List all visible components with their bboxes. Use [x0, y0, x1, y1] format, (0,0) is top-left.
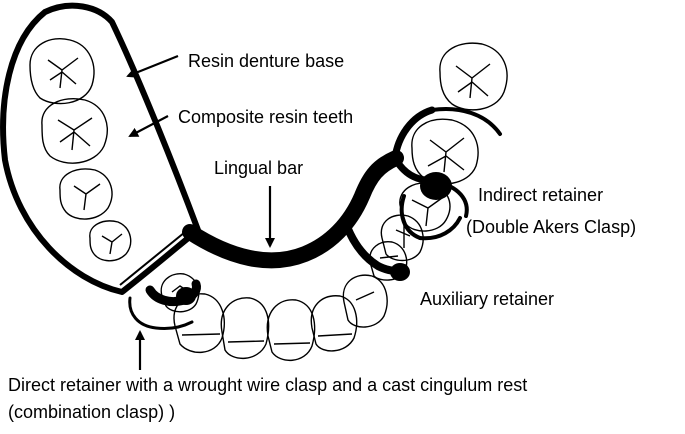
auxiliary-retainer-rest: [390, 263, 410, 281]
arrow-resin-base: [126, 54, 179, 78]
lingual-bar: [182, 150, 404, 269]
label-resin-denture-base: Resin denture base: [188, 51, 345, 71]
natural-teeth-arch: [160, 42, 508, 361]
label-combination-clasp: (combination clasp) ): [8, 402, 176, 422]
indirect-retainer-rest: [420, 172, 452, 200]
label-direct-retainer: Direct retainer with a wrought wire clas…: [8, 375, 528, 395]
composite-resin-teeth: [29, 38, 132, 262]
label-double-akers-clasp: (Double Akers Clasp): [466, 217, 637, 237]
label-lingual-bar: Lingual bar: [214, 158, 304, 178]
resin-denture-base: [0, 2, 201, 295]
label-auxiliary-retainer: Auxiliary retainer: [420, 289, 555, 309]
label-composite-resin-teeth: Composite resin teeth: [178, 107, 354, 127]
label-indirect-retainer: Indirect retainer: [478, 185, 604, 205]
cingulum-rest: [176, 287, 196, 305]
arrow-composite-teeth: [128, 115, 169, 137]
